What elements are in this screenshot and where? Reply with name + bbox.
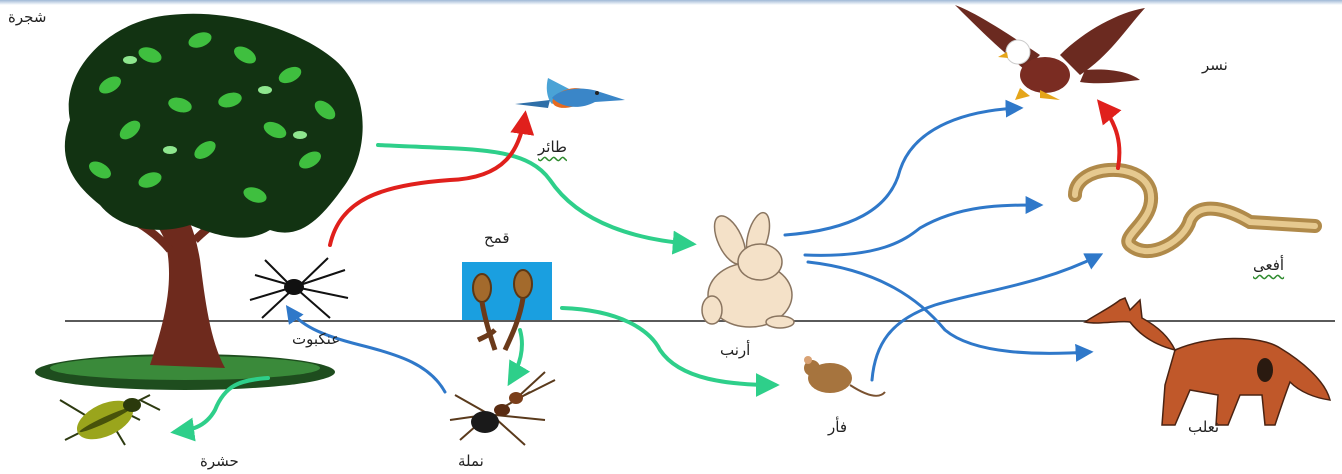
label-spider: عنكبوت [292, 330, 341, 348]
tree-icon [35, 13, 363, 390]
bird-icon [515, 78, 625, 108]
arrow-mouse-to-snake [870, 253, 1104, 382]
mouse-icon [804, 356, 886, 397]
wheat-icon [462, 262, 552, 352]
arrow-rabbit-to-snake [803, 196, 1044, 257]
arrow-snake-to-eagle [1096, 99, 1122, 170]
label-bird: طائر [538, 138, 567, 156]
arrow-tree-to-rabbit [376, 143, 697, 255]
label-eagle: نسر [1202, 56, 1228, 74]
arrow-wheat-to-mouse [560, 306, 780, 397]
food-web-arrows [170, 99, 1122, 442]
arrow-tree-to-insect [170, 376, 270, 442]
label-tree: شجرة [8, 8, 47, 26]
arrow-rabbit-to-fox [806, 260, 1094, 362]
spider-icon [249, 257, 349, 319]
arrow-spider-to-bird [328, 110, 535, 247]
snake-icon [1068, 163, 1322, 258]
label-ant: نملة [458, 452, 484, 470]
label-rabbit: أرنب [720, 341, 751, 359]
label-mouse: فأر [828, 418, 847, 436]
label-snake: أفعى [1253, 256, 1285, 274]
ant-icon [449, 371, 556, 446]
arrow-rabbit-to-eagle [783, 99, 1024, 237]
arrow-ant-to-spider [285, 305, 447, 394]
fox-icon [1083, 297, 1331, 426]
top-border [0, 0, 1342, 5]
insect-icon [59, 394, 161, 446]
rabbit-icon [701, 211, 795, 329]
label-wheat: قمح [484, 229, 510, 247]
label-fox: ثعلب [1188, 418, 1220, 436]
ground-line [65, 320, 1335, 322]
eagle-icon [955, 5, 1145, 100]
arrow-wheat-to-ant [507, 328, 531, 387]
label-insect: حشرة [200, 452, 239, 470]
